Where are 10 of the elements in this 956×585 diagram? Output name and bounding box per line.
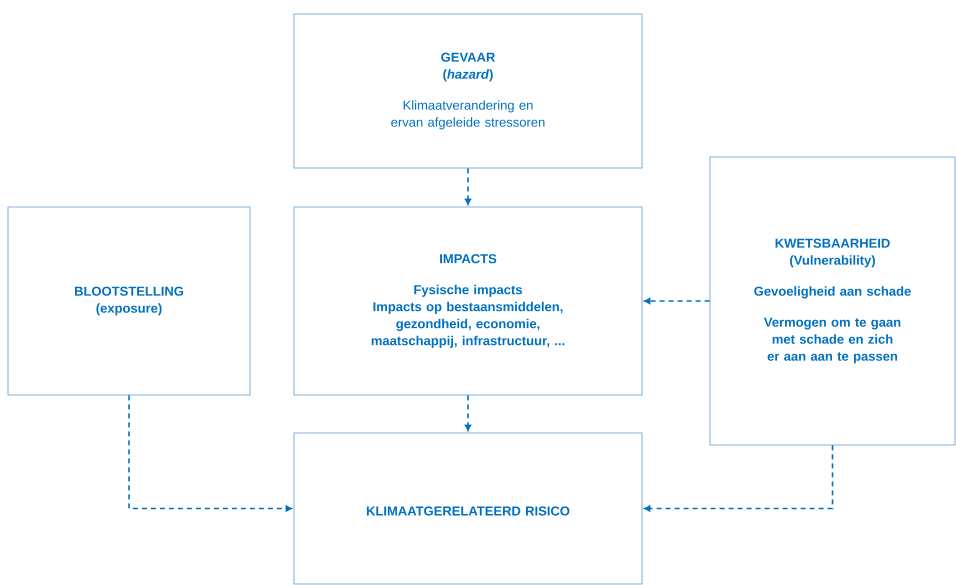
arrow	[644, 445, 834, 512]
text-box: IMPACTS Fysische impacts Impacts op bestaansmiddelen, gezondheid, economie, maatschappij, infrastructuur, ...	[294, 206, 642, 396]
arrow	[464, 168, 472, 205]
text-box: KLIMAATGERELATEERD RISICO	[294, 432, 642, 584]
text-box: GEVAAR (hazard) Klimaatverandering en ervan afgeleide stressoren	[294, 14, 642, 168]
arrow	[644, 298, 710, 304]
arrow	[128, 395, 292, 512]
arrow	[464, 395, 472, 431]
text-box: KWETSBAARHEID (Vulnerability) Gevoeligheid aan schade Vermogen om te gaan met schade en zich er aan aan te passen	[710, 156, 956, 446]
text-box: BLOOTSTELLING (exposure)	[8, 206, 250, 396]
